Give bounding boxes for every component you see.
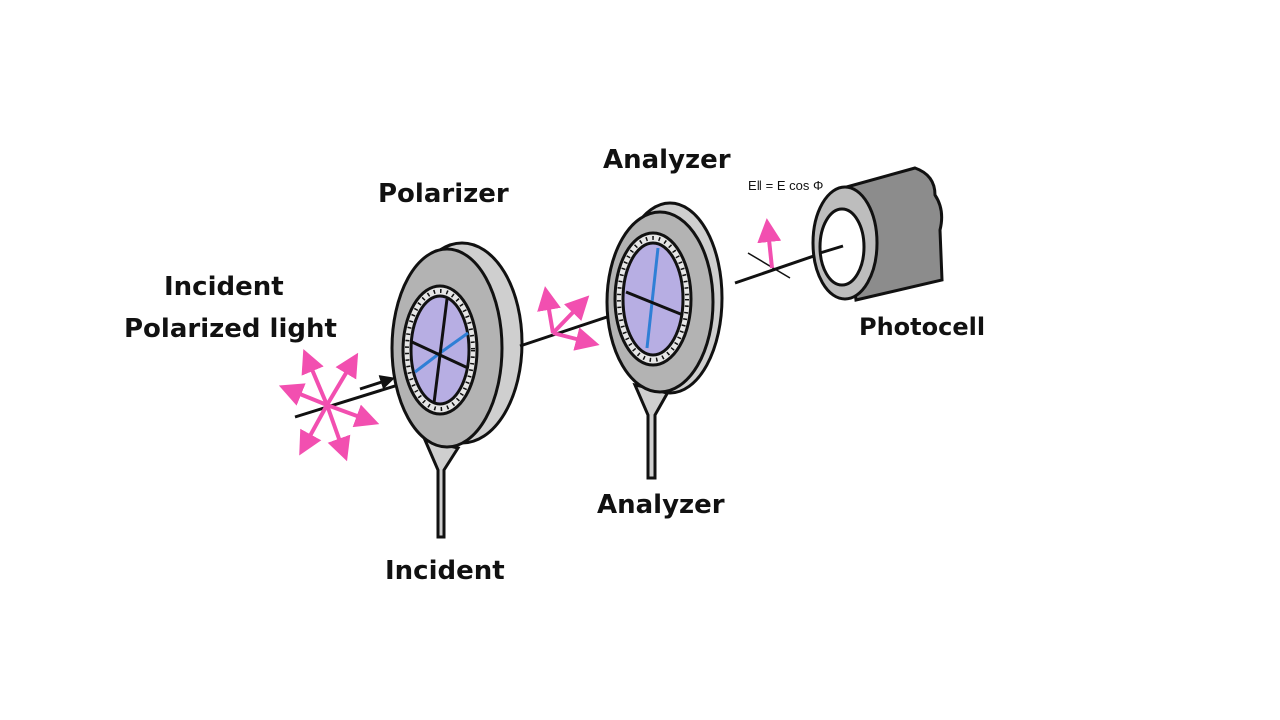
- analyzer-bottom-label: Analyzer: [597, 490, 725, 520]
- incident-bottom-label: Incident: [385, 556, 505, 586]
- transmitted-component-arrow: [757, 218, 782, 269]
- unpolarized-light-arrows: [278, 348, 380, 462]
- malus-equation: E‖ = E cos Φ: [748, 178, 824, 193]
- analyzer-stand: [632, 382, 671, 480]
- polarizer-stand: [422, 437, 461, 539]
- analyzer: [605, 201, 724, 480]
- incident-light-label-line1: Incident: [164, 272, 284, 302]
- photocell-label: Photocell: [859, 313, 986, 341]
- polarizer-label: Polarizer: [378, 179, 509, 209]
- angle-reference-line: [747, 252, 791, 279]
- incident-light-label-line2: Polarized light: [124, 314, 337, 344]
- polarized-light-arrows: [537, 286, 600, 351]
- analyzer-top-label: Analyzer: [603, 145, 731, 175]
- beam-direction-arrow: [359, 375, 396, 391]
- photocell: [811, 166, 944, 302]
- polarizer: [390, 241, 524, 539]
